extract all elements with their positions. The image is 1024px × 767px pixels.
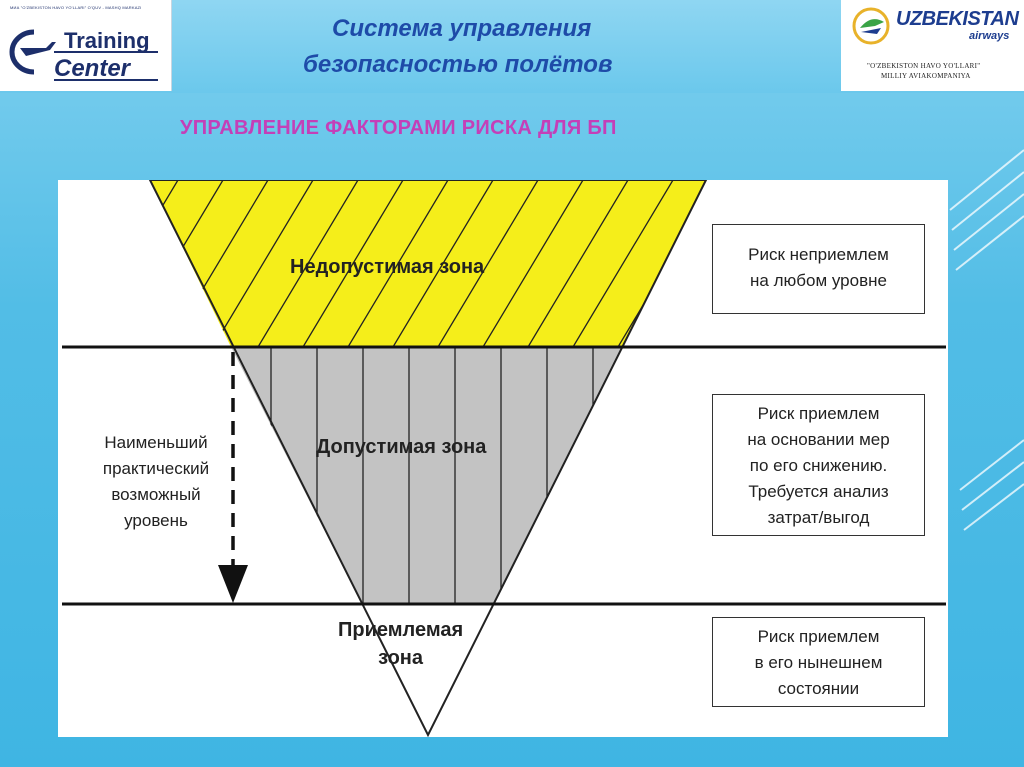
note-line: Риск неприемлем	[748, 245, 889, 264]
airways-emblem-icon	[852, 7, 890, 45]
alarp-label-line: уровень	[124, 511, 188, 530]
logo-small-text: МИА "O'ZBEKISTON HAVO YO'LLARI" O'QUV - …	[10, 5, 142, 10]
note-line: на любом уровне	[750, 271, 887, 290]
unacceptable-zone	[150, 180, 706, 347]
airways-sub: airways	[969, 30, 1010, 42]
airways-line1: "O'ZBEKISTON HAVO YO'LLARI"	[867, 62, 981, 70]
note-line: на основании мер	[747, 430, 890, 449]
airways-brand: UZBEKISTAN	[896, 8, 1019, 30]
decorative-stripes	[949, 149, 1024, 531]
airways-line2: MILLIY AVIAKOMPANIYA	[881, 72, 971, 80]
acceptable-zone	[362, 604, 494, 735]
logo-word-center: Center	[54, 55, 132, 82]
training-center-emblem: Training Center	[9, 26, 158, 82]
acceptable-zone-label-line2: зона	[378, 647, 424, 669]
alarp-label-line: возможный	[111, 485, 201, 504]
unacceptable-zone-label: Недопустимая зона	[290, 256, 485, 278]
note-line: состоянии	[777, 679, 860, 698]
note-line: затрат/выгод	[767, 508, 870, 527]
acceptable-zone-label-line1: Приемлемая	[338, 619, 464, 641]
note-tolerable: Риск приемлем на основании мер по его сн…	[712, 394, 925, 536]
note-line: Риск приемлем	[757, 627, 880, 646]
uzbekistan-airways-logo: UZBEKISTAN airways "O'ZBEKISTON HAVO YO'…	[841, 0, 1024, 91]
alarp-arrow-head	[218, 565, 248, 603]
slide-title-line1: Система управления	[332, 15, 592, 42]
triangle-outline	[148, 180, 708, 737]
logo-word-training: Training	[64, 28, 150, 53]
slide-subtitle: УПРАВЛЕНИЕ ФАКТОРАМИ РИСКА ДЛЯ БП	[180, 117, 617, 139]
note-line: в его нынешнем	[754, 653, 883, 672]
training-center-logo: МИА "O'ZBEKISTON HAVO YO'LLARI" O'QUV - …	[0, 0, 172, 91]
note-unacceptable: Риск неприемлем на любом уровне	[712, 224, 925, 314]
note-line: Требуется анализ	[748, 482, 889, 501]
note-line: по его снижению.	[749, 456, 888, 475]
note-line: Риск приемлем	[757, 404, 880, 423]
risk-triangle-diagram	[62, 180, 946, 737]
tolerable-zone	[231, 347, 623, 604]
alarp-label-line: Наименьший	[104, 433, 208, 452]
alarp-label: Наименьший практический возможный уровен…	[76, 430, 236, 534]
risk-diagram-panel: Недопустимая зона Допустимая зона Приемл…	[58, 180, 948, 737]
alarp-label-line: практический	[102, 459, 210, 478]
note-acceptable: Риск приемлем в его нынешнем состоянии	[712, 617, 925, 707]
tolerable-zone-label: Допустимая зона	[316, 436, 487, 458]
slide-title-line2: безопасностью полётов	[303, 51, 613, 78]
acceptable-zone-label: Приемлемая зона	[338, 616, 463, 672]
